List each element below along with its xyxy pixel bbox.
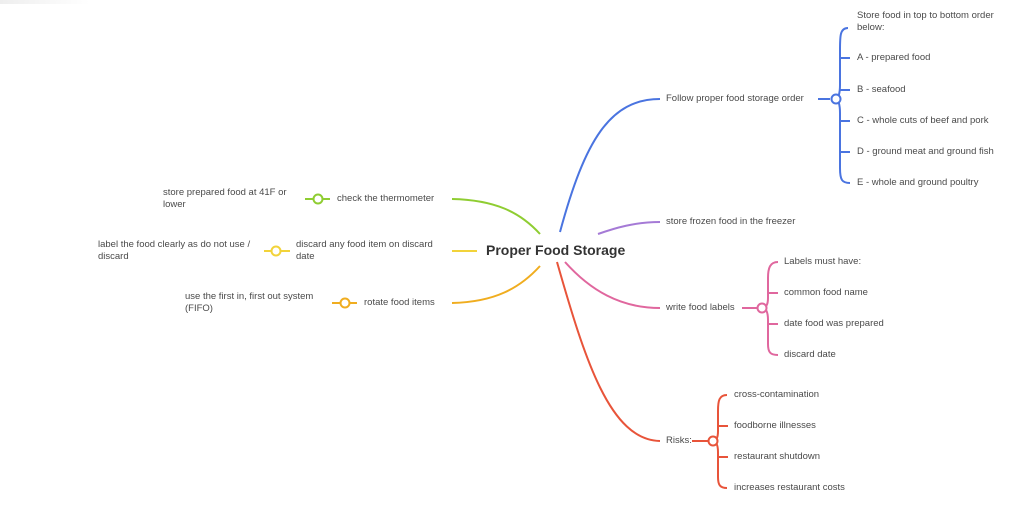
order-node-dot[interactable] bbox=[830, 93, 842, 105]
labels-node-dot[interactable] bbox=[756, 302, 768, 314]
central-topic[interactable]: Proper Food Storage bbox=[486, 242, 626, 258]
risk-item-2[interactable]: foodborne illnesses bbox=[734, 420, 816, 431]
topic-rotate-food[interactable]: rotate food items bbox=[364, 297, 435, 308]
order-item-d[interactable]: D - ground meat and ground fish bbox=[857, 146, 994, 157]
branch-frozen-line bbox=[597, 221, 661, 235]
risks-node-dot[interactable] bbox=[707, 435, 719, 447]
labels-item-intro[interactable]: Labels must have: bbox=[784, 256, 862, 267]
labels-item-discard[interactable]: discard date bbox=[784, 349, 836, 360]
order-item-intro[interactable]: Store food in top to bottom order below: bbox=[857, 10, 994, 33]
branch-risks-line bbox=[556, 261, 661, 442]
topic-frozen-food[interactable]: store frozen food in the freezer bbox=[666, 216, 796, 227]
risk-item-1[interactable]: cross-contamination bbox=[734, 389, 820, 400]
order-item-e[interactable]: E - whole and ground poultry bbox=[857, 177, 979, 188]
branch-thermo-line bbox=[451, 198, 541, 235]
rotate-node-dot[interactable] bbox=[339, 297, 351, 309]
branch-order-line bbox=[559, 98, 661, 233]
discard-node-dot[interactable] bbox=[270, 245, 282, 257]
thermo-node-dot[interactable] bbox=[312, 193, 324, 205]
rotate-child[interactable]: use the first in, first out system (FIFO… bbox=[185, 291, 314, 314]
top-left-shadow bbox=[0, 0, 90, 4]
branch-rotate-line bbox=[451, 265, 541, 304]
order-item-a[interactable]: A - prepared food bbox=[857, 52, 931, 63]
risk-item-4[interactable]: increases restaurant costs bbox=[734, 482, 845, 493]
thermo-child[interactable]: store prepared food at 41F or lower bbox=[163, 187, 287, 210]
order-item-c[interactable]: C - whole cuts of beef and pork bbox=[857, 115, 989, 126]
labels-item-date[interactable]: date food was prepared bbox=[784, 318, 884, 329]
order-bracket bbox=[835, 27, 851, 184]
topic-check-thermometer[interactable]: check the thermometer bbox=[337, 193, 435, 204]
labels-item-name[interactable]: common food name bbox=[784, 287, 868, 298]
discard-child[interactable]: label the food clearly as do not use / d… bbox=[98, 239, 251, 262]
topic-food-labels[interactable]: write food labels bbox=[666, 302, 735, 313]
risk-item-3[interactable]: restaurant shutdown bbox=[734, 451, 821, 462]
topic-storage-order[interactable]: Follow proper food storage order bbox=[666, 93, 804, 104]
order-item-b[interactable]: B - seafood bbox=[857, 84, 906, 95]
branch-labels-line bbox=[564, 261, 661, 309]
topic-risks[interactable]: Risks: bbox=[666, 435, 692, 446]
topic-discard-date[interactable]: discard any food item on discard date bbox=[296, 239, 433, 262]
